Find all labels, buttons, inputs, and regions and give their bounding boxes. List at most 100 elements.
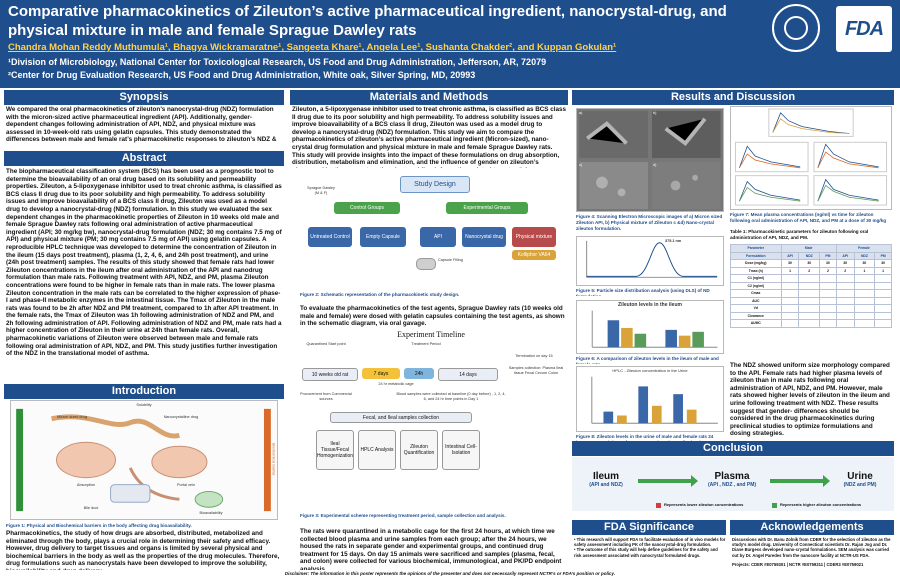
figure-5-caption: Figure 5: Particle size distribution ana… bbox=[576, 288, 710, 296]
conclusion-urine-sub: (NDZ and PM) bbox=[843, 482, 877, 488]
timeline-step-hplc: HPLC Analysis bbox=[358, 430, 396, 470]
discussion-text: The NDZ showed uniform size morphology c… bbox=[730, 362, 890, 438]
figure-7-plasma-plots bbox=[730, 106, 892, 210]
table-cell bbox=[853, 304, 876, 313]
pk-table-header-cell: NDZ bbox=[798, 251, 821, 260]
study-design-box: Study Design bbox=[400, 176, 470, 193]
pk-table-header-cell: NDZ bbox=[853, 251, 876, 260]
dls-peak-label: 375.1 nm bbox=[665, 239, 682, 243]
table-cell: C2 (ng/ml) bbox=[730, 281, 782, 290]
table-cell bbox=[798, 311, 821, 320]
lower-marker-icon bbox=[656, 503, 661, 508]
nanocrystal-box: Nanocrystal drug bbox=[462, 227, 506, 247]
affiliation-2: ²Center for Drug Evaluation Research, US… bbox=[8, 70, 476, 80]
table-cell bbox=[835, 281, 855, 290]
significance-bullet: • This research will support FDA to faci… bbox=[574, 537, 726, 548]
table-cell bbox=[874, 296, 892, 305]
arrow-right-icon bbox=[770, 475, 830, 487]
conclusion-panel: Ileum (API and NDZ) Plasma (API , NDZ , … bbox=[572, 457, 894, 511]
table-cell bbox=[835, 289, 855, 298]
timeline-samples-label: Samples collection: Plasma Ileal tissue … bbox=[508, 366, 564, 375]
fig1-physical-barrier-label: Physical Barrier bbox=[15, 445, 20, 473]
table-cell: Clearance bbox=[730, 311, 782, 320]
table-cell bbox=[798, 274, 821, 283]
timeline-24h-box: 24h bbox=[404, 368, 434, 379]
sem-label-c: c) bbox=[579, 163, 583, 167]
table-cell bbox=[798, 289, 821, 298]
table-cell: 30 bbox=[853, 259, 876, 268]
table-cell bbox=[780, 289, 800, 298]
api-box: API bbox=[420, 227, 456, 247]
table-cell bbox=[819, 289, 837, 298]
conclusion-plasma-label: Plasma bbox=[714, 471, 750, 482]
fda-logo: FDA bbox=[836, 6, 892, 52]
figure-8-urine-chart: HPLC - Zileuton concentration in the Uri… bbox=[576, 366, 724, 432]
fig1-micron-label: Micron sized drug bbox=[57, 415, 87, 419]
table-cell bbox=[819, 296, 837, 305]
table-cell bbox=[780, 274, 800, 283]
figure-1-bioavailability: Solubility Micron sized drug Nanocrystal… bbox=[10, 400, 278, 520]
table-cell bbox=[780, 319, 800, 328]
figure-7-caption: Figure 7: Mean plasma concentrations (ng… bbox=[730, 212, 887, 224]
significance-bullet: • The outcome of this study will help de… bbox=[574, 547, 718, 558]
table-cell bbox=[780, 296, 800, 305]
sem-label-d: d) bbox=[653, 163, 657, 167]
acknowledgements-heading: Acknowledgements bbox=[730, 520, 894, 535]
figure-5-dls: 375.1 nm bbox=[576, 236, 724, 286]
table-cell: 1 bbox=[874, 266, 892, 275]
capsule-icon bbox=[416, 258, 436, 270]
ileum-chart-title: Zileuton levels in the ileum bbox=[618, 302, 682, 308]
timeline-metabolic-label: 24 hr metabolic cage bbox=[378, 382, 414, 386]
conclusion-ileum-label: Ileum bbox=[592, 471, 620, 482]
table-cell bbox=[835, 296, 855, 305]
conclusion-plasma: Plasma (API , NDZ , and PM) bbox=[700, 471, 764, 488]
fda-significance-list: • This research will support FDA to faci… bbox=[574, 537, 726, 569]
table-cell bbox=[874, 311, 892, 320]
pk-table-header-cell: Male bbox=[780, 244, 837, 253]
acknowledgements-text: Discussions with Dr. Banu Zolnik from CD… bbox=[732, 537, 891, 558]
timeline-weeks-box: 10 weeks old rat bbox=[302, 368, 358, 381]
table-cell: AUMC bbox=[730, 319, 782, 328]
conclusion-urine-label: Urine bbox=[847, 471, 873, 482]
fig1-bioavailability-label: Bioavailability bbox=[199, 511, 223, 515]
figure-3-timeline: Experiment Timeline Quarantined Start po… bbox=[296, 330, 566, 492]
higher-marker-icon bbox=[772, 503, 777, 508]
arrow-right-icon bbox=[638, 475, 698, 487]
empty-capsule-box: Empty Capsule bbox=[360, 227, 406, 247]
table-cell: 2 bbox=[835, 266, 855, 275]
conclusion-heading: Conclusion bbox=[572, 441, 894, 456]
table-cell: Tmax (h) bbox=[730, 266, 782, 275]
timeline-title: Experiment Timeline bbox=[397, 330, 465, 339]
timeline-termination-label: Termination on day 15 bbox=[515, 354, 553, 358]
methods-text-2: To evaluate the pharmacokinetics of the … bbox=[300, 305, 565, 327]
significance-bullet-text: This research will support FDA to facili… bbox=[574, 537, 726, 548]
table-cell bbox=[798, 281, 821, 290]
timeline-fecal-box: Fecal, and Ileal samples collection bbox=[330, 412, 472, 423]
timeline-14days-box: 14 days bbox=[438, 368, 498, 381]
pk-table-header-cell: PM bbox=[819, 251, 837, 260]
methods-heading: Materials and Methods bbox=[290, 90, 568, 105]
sem-label-a: a) bbox=[579, 111, 583, 115]
table-cell bbox=[853, 296, 876, 305]
figure-4-sem: a) b) c) d) bbox=[576, 108, 724, 212]
pk-table-header-cell: Parameter bbox=[730, 244, 782, 253]
table-cell: 1 bbox=[780, 266, 800, 275]
table-cell bbox=[835, 274, 855, 283]
hhs-seal-icon bbox=[772, 4, 820, 52]
table-cell bbox=[780, 304, 800, 313]
figure-2-study-design: Sprague Dawley (M & F) Study Design Cont… bbox=[300, 172, 562, 290]
timeline-treatment-label: Treatment Period bbox=[411, 342, 441, 346]
urine-chart-title: HPLC - Zileuton concentration in the Uri… bbox=[612, 368, 688, 373]
physical-mixture-box: Physical mixture bbox=[512, 227, 556, 247]
figure-2-caption: Figure 2: Schematic representation of th… bbox=[300, 292, 460, 297]
conclusion-urine: Urine (NDZ and PM) bbox=[830, 471, 890, 488]
table-cell bbox=[853, 281, 876, 290]
table-cell bbox=[819, 304, 837, 313]
table-cell: Cmax bbox=[730, 289, 782, 298]
table-cell bbox=[835, 319, 855, 328]
table-cell bbox=[819, 281, 837, 290]
legend-lower: Represents lower zileuton concentrations bbox=[664, 502, 744, 507]
